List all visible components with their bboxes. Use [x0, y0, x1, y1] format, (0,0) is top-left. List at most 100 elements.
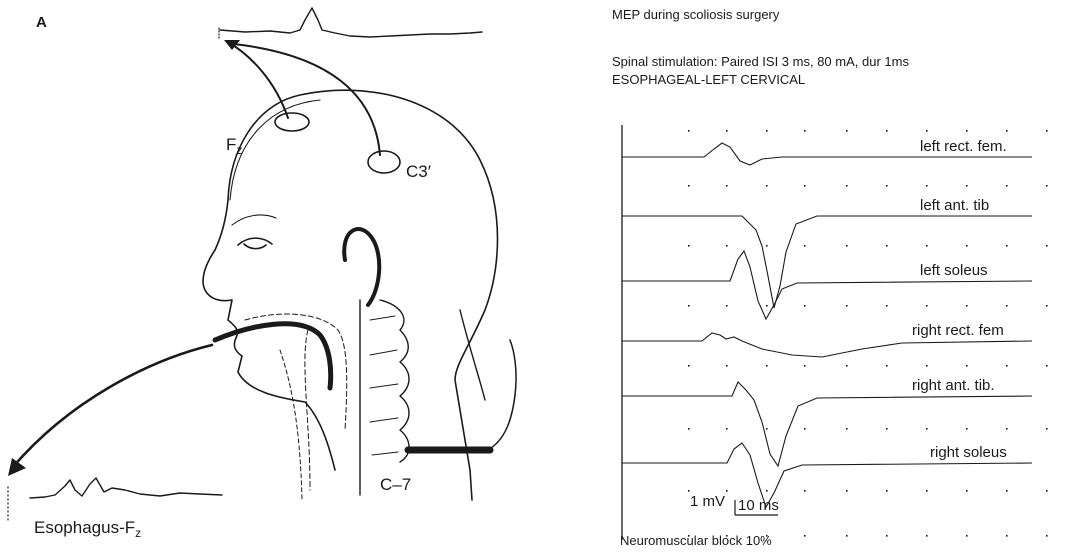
grid-dot: [726, 365, 728, 367]
fz-electrode: [275, 113, 309, 131]
grid-dot: [1006, 130, 1008, 132]
grid-dot: [886, 305, 888, 307]
ear: [344, 229, 379, 305]
grid-dot: [966, 305, 968, 307]
neuromuscular-footer: Neuromuscular block 10%: [620, 533, 772, 548]
grid-dot: [966, 185, 968, 187]
trace-label-left-rect-fem: left rect. fem.: [920, 138, 1007, 155]
trace-label-left-soleus: left soleus: [920, 262, 988, 279]
esophageal-mep-trace: [30, 478, 222, 498]
panel-a-drawing: [8, 8, 516, 520]
grid-dot: [1046, 130, 1048, 132]
fz-label: Fz: [226, 135, 242, 157]
grid-dot: [966, 490, 968, 492]
grid-dot: [1046, 535, 1048, 537]
stimulation-line-2: ESOPHAGEAL-LEFT CERVICAL: [612, 72, 805, 87]
grid-dot: [804, 185, 806, 187]
grid-dot: [688, 245, 690, 247]
grid-dot: [966, 535, 968, 537]
cervical-electrode-lead: [488, 340, 516, 450]
grid-dot: [966, 365, 968, 367]
grid-dot: [766, 365, 768, 367]
grid-dot: [886, 365, 888, 367]
grid-dot: [886, 428, 888, 430]
grid-dot: [688, 130, 690, 132]
grid-dot: [1006, 365, 1008, 367]
grid-dot: [926, 490, 928, 492]
grid-dot: [846, 428, 848, 430]
grid-dot: [766, 305, 768, 307]
grid-dot: [804, 365, 806, 367]
spine-discs: [370, 316, 398, 455]
grid-dot: [804, 245, 806, 247]
fz-label-main: F: [226, 135, 236, 154]
grid-dot: [846, 305, 848, 307]
grid-dot: [804, 428, 806, 430]
panel-b-title: MEP during scoliosis surgery: [612, 7, 779, 22]
grid-dot: [846, 490, 848, 492]
grid-dot: [1006, 428, 1008, 430]
grid-dot: [1006, 490, 1008, 492]
grid-dot: [726, 245, 728, 247]
grid-dot: [886, 130, 888, 132]
esophageal-lead-arrow: [12, 345, 212, 468]
trace-label-left-ant-tib: left ant. tib: [920, 197, 989, 214]
head-outline: [203, 90, 497, 500]
grid-dot: [1046, 245, 1048, 247]
grid-dot: [966, 245, 968, 247]
pharynx: [280, 350, 302, 500]
grid-dot: [688, 490, 690, 492]
stimulation-line-1: Spinal stimulation: Paired ISI 3 ms, 80 …: [612, 54, 909, 69]
grid-dot: [886, 535, 888, 537]
panel-a-label: A: [36, 14, 47, 31]
grid-dot: [726, 428, 728, 430]
grid-dot: [688, 305, 690, 307]
eye: [238, 238, 272, 249]
grid-dot: [1046, 185, 1048, 187]
grid-dot: [688, 365, 690, 367]
scalp-line: [230, 100, 320, 200]
trace-label-right-soleus: right soleus: [930, 444, 1007, 461]
grid-dot: [886, 245, 888, 247]
grid-dot: [846, 130, 848, 132]
fz-label-sub: z: [236, 143, 242, 157]
grid-dot: [726, 130, 728, 132]
grid-dot: [886, 490, 888, 492]
grid-dot: [766, 185, 768, 187]
grid-dot: [846, 535, 848, 537]
fz-to-trace-arrow: [228, 42, 288, 118]
grid-dot: [1006, 535, 1008, 537]
grid-dot: [1046, 305, 1048, 307]
grid-dot: [804, 305, 806, 307]
scale-voltage-label: 1 mV: [690, 493, 725, 510]
grid-dot: [766, 245, 768, 247]
c3-to-trace-arrow: [234, 44, 380, 155]
grid-dot: [1046, 365, 1048, 367]
trace-label-right-rect-fem: right rect. fem: [912, 322, 1004, 339]
grid-dot: [846, 365, 848, 367]
grid-dot: [766, 490, 768, 492]
jaw-cut: [245, 314, 347, 490]
scale-time-label: 10 ms: [738, 497, 779, 514]
grid-dot: [804, 490, 806, 492]
brow: [232, 215, 276, 225]
c7-label: C–7: [380, 475, 411, 495]
c3-label: C3′: [406, 162, 431, 182]
grid-dot: [726, 185, 728, 187]
grid-dot: [886, 185, 888, 187]
grid-dot: [846, 245, 848, 247]
grid-dot: [926, 428, 928, 430]
cervical-spine: [360, 300, 409, 495]
grid-dot: [926, 245, 928, 247]
grid-dot: [726, 490, 728, 492]
grid-dot: [926, 365, 928, 367]
grid-dot: [846, 185, 848, 187]
grid-dot: [1006, 305, 1008, 307]
grid-dot: [1046, 490, 1048, 492]
mouth-tube: [215, 324, 331, 388]
esophagus-caption: Esophagus-Fz: [34, 518, 141, 540]
grid-dot: [688, 428, 690, 430]
grid-dot: [1046, 428, 1048, 430]
grid-dot: [966, 130, 968, 132]
